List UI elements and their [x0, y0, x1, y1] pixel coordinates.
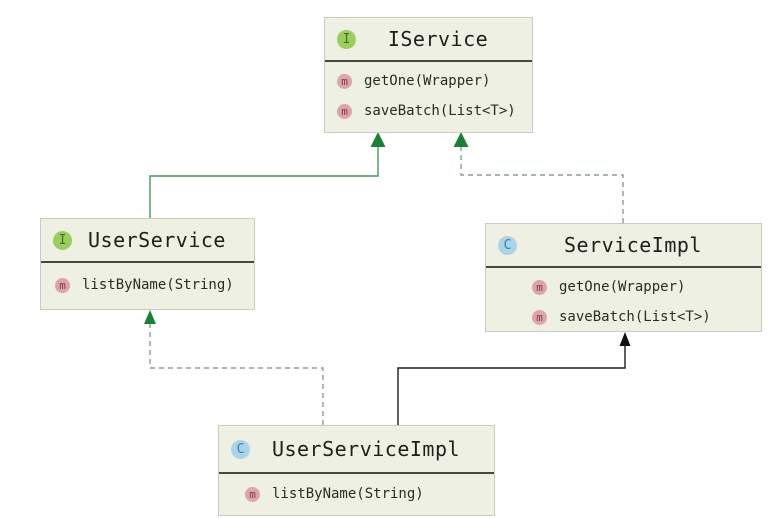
- method-icon: m: [337, 73, 352, 89]
- realization-arrowhead-icon: [453, 132, 469, 147]
- method-icon: m: [337, 103, 352, 119]
- class-node-iservice[interactable]: I IService m getOne(Wrapper) m saveBatch…: [324, 17, 533, 133]
- method-row[interactable]: m listByName(String): [41, 270, 254, 300]
- method-icon: m: [55, 277, 70, 293]
- method-row[interactable]: m getOne(Wrapper): [325, 66, 532, 96]
- method-label: listByName(String): [272, 486, 424, 502]
- interface-icon: I: [53, 230, 72, 250]
- method-icon: m: [532, 279, 547, 295]
- node-header: C ServiceImpl: [486, 224, 761, 268]
- method-row[interactable]: m saveBatch(List<T>): [325, 96, 532, 126]
- node-body: m listByName(String): [41, 263, 254, 300]
- edge-userserviceimpl-extends-serviceimpl[interactable]: [397, 345, 626, 425]
- edge-serviceimpl-implements-iservice[interactable]: [460, 146, 624, 223]
- class-node-userserviceimpl[interactable]: C UserServiceImpl m listByName(String): [218, 425, 495, 516]
- extends-arrowhead-icon: [619, 332, 631, 346]
- method-label: saveBatch(List<T>): [559, 309, 711, 325]
- node-header: C UserServiceImpl: [219, 426, 494, 474]
- node-header: I IService: [325, 18, 532, 62]
- node-title: UserService: [88, 228, 226, 252]
- method-label: saveBatch(List<T>): [364, 103, 516, 119]
- method-row[interactable]: m getOne(Wrapper): [486, 272, 761, 302]
- method-row[interactable]: m saveBatch(List<T>): [486, 302, 761, 332]
- method-row[interactable]: m listByName(String): [219, 479, 494, 509]
- class-icon: C: [498, 235, 517, 255]
- node-title: ServiceImpl: [564, 233, 702, 257]
- node-body: m getOne(Wrapper) m saveBatch(List<T>): [325, 62, 532, 126]
- node-body: m getOne(Wrapper) m saveBatch(List<T>): [486, 268, 761, 332]
- node-title: UserServiceImpl: [271, 437, 461, 461]
- edge-userserviceimpl-implements-userservice[interactable]: [149, 324, 324, 425]
- method-label: getOne(Wrapper): [364, 73, 491, 89]
- realization-arrowhead-icon: [144, 310, 156, 324]
- class-icon: C: [231, 439, 250, 459]
- interface-icon: I: [337, 29, 356, 49]
- class-node-userservice[interactable]: I UserService m listByName(String): [40, 218, 255, 310]
- method-icon: m: [245, 486, 260, 502]
- node-header: I UserService: [41, 219, 254, 263]
- method-label: getOne(Wrapper): [559, 279, 686, 295]
- node-body: m listByName(String): [219, 474, 494, 509]
- node-title: IService: [387, 27, 489, 51]
- method-icon: m: [532, 309, 547, 325]
- method-label: listByName(String): [82, 277, 234, 293]
- inheritance-arrowhead-icon: [370, 132, 386, 147]
- class-node-serviceimpl[interactable]: C ServiceImpl m getOne(Wrapper) m saveBa…: [485, 223, 762, 332]
- edge-userservice-extends-iservice[interactable]: [149, 146, 379, 218]
